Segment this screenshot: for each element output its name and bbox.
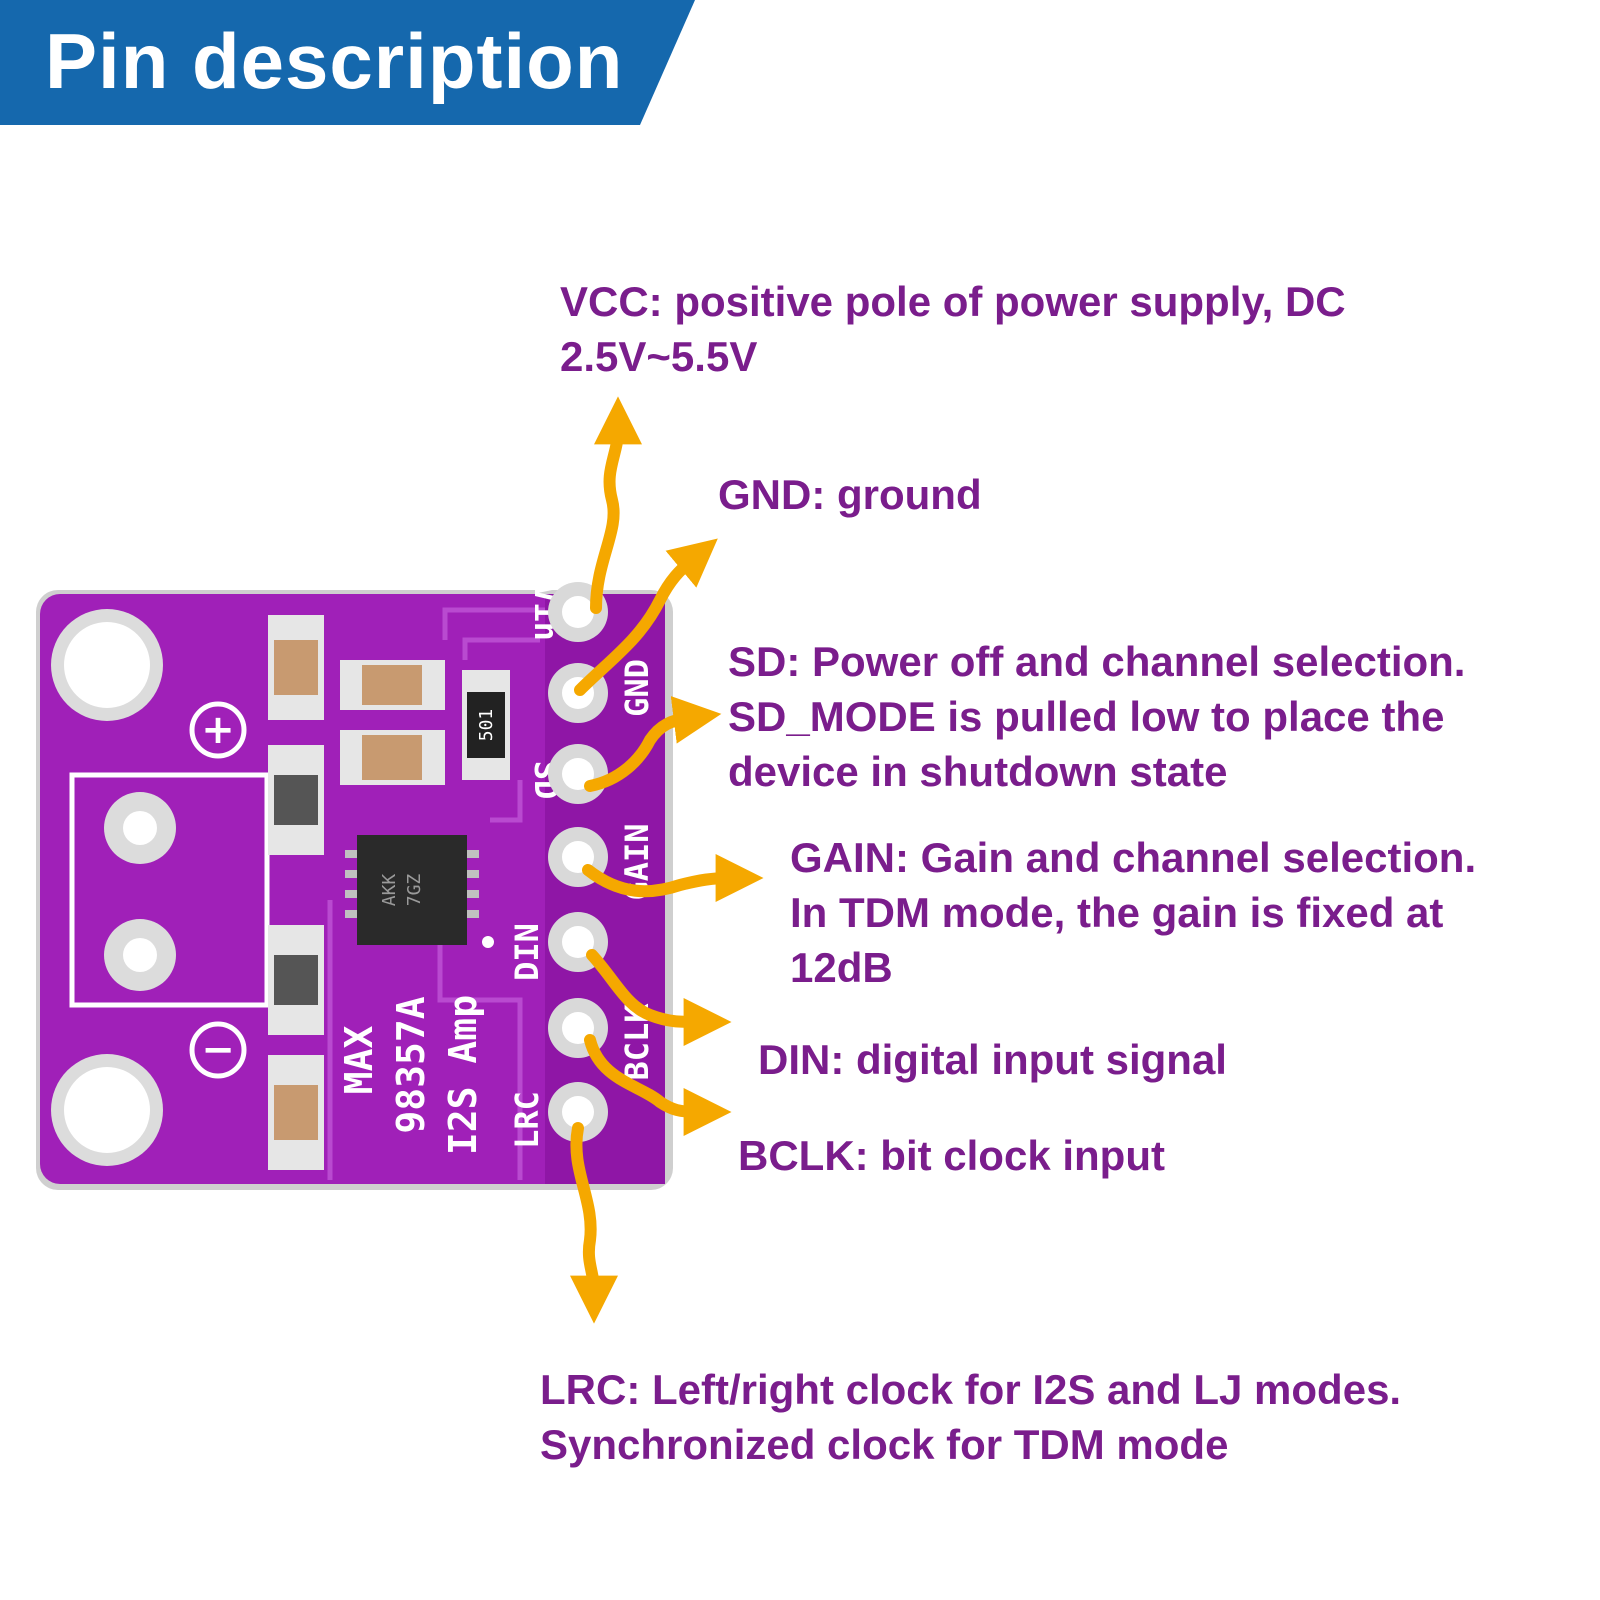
label-sd-line-1: SD: Power off and channel selection. — [728, 638, 1466, 685]
label-gain-line-3: 12dB — [790, 944, 893, 991]
page-title: Pin description — [45, 17, 624, 105]
capacitor — [268, 615, 324, 720]
board-text-max: MAX — [337, 1026, 381, 1095]
label-lrc-line-1: LRC: Left/right clock for I2S and LJ mod… — [540, 1366, 1402, 1413]
label-din: DIN: digital input signal — [758, 1032, 1227, 1087]
banner-background — [0, 0, 695, 125]
label-gain-line-1: GAIN: Gain and channel selection. — [790, 834, 1477, 881]
minus-symbol: − — [201, 1027, 235, 1073]
pin-label-gnd: GND — [618, 659, 656, 717]
mounting-hole-inner — [64, 1067, 150, 1153]
arrow-din — [586, 949, 732, 1046]
arrow-bclk — [584, 1034, 732, 1136]
label-vcc-line-1: VCC: positive pole of power supply, DC — [560, 278, 1346, 325]
pin-label-din: DIN — [508, 923, 546, 981]
speaker-pad-plus-hole — [123, 811, 157, 845]
plus-symbol: + — [201, 707, 235, 753]
pin-label-lrc: LRC — [508, 1091, 546, 1149]
label-gain-line-2: In TDM mode, the gain is fixed at — [790, 889, 1444, 936]
chip-marking-line-1: AKK — [379, 874, 400, 907]
label-gain: GAIN: Gain and channel selection. In TDM… — [790, 830, 1476, 995]
capacitor — [340, 660, 445, 710]
amplifier-chip: AKK 7GZ — [345, 835, 494, 948]
capacitor — [268, 1055, 324, 1170]
label-vcc-line-2: 2.5V~5.5V — [560, 333, 758, 380]
board-text-part: 98357A — [389, 996, 433, 1133]
pin1-dot — [482, 936, 494, 948]
arrow-lrc — [569, 1122, 618, 1324]
label-din-line-1: DIN: digital input signal — [758, 1036, 1227, 1083]
label-sd: SD: Power off and channel selection. SD_… — [728, 634, 1465, 799]
label-bclk: BCLK: bit clock input — [738, 1128, 1165, 1183]
arrow-gain — [582, 854, 764, 903]
resistor-marking: 501 — [476, 709, 497, 742]
resistor: 501 — [462, 670, 510, 780]
arrow-gnd — [574, 538, 718, 696]
pin-pad-sd — [548, 744, 608, 804]
label-sd-line-2: SD_MODE is pulled low to place the — [728, 693, 1445, 740]
callout-arrows — [569, 396, 764, 1324]
mounting-hole-inner — [64, 622, 150, 708]
label-lrc: LRC: Left/right clock for I2S and LJ mod… — [540, 1362, 1401, 1472]
chip-marking-line-2: 7GZ — [404, 874, 425, 907]
plus-symbol-ring — [189, 701, 247, 759]
label-gnd-line-1: GND: ground — [718, 471, 982, 518]
label-vcc: VCC: positive pole of power supply, DC 2… — [560, 274, 1346, 384]
capacitor — [268, 925, 324, 1035]
label-sd-line-3: device in shutdown state — [728, 748, 1228, 795]
capacitor — [268, 745, 324, 855]
label-bclk-line-1: BCLK: bit clock input — [738, 1132, 1165, 1179]
pcb-board: + − 501 — [36, 582, 673, 1190]
pin-pad-lrc — [548, 1082, 608, 1142]
arrow-vcc — [590, 396, 642, 614]
board-text-i2s-amp: I2S Amp — [441, 995, 485, 1155]
minus-symbol-ring — [189, 1021, 247, 1079]
trace — [437, 945, 523, 1180]
arrow-sd — [584, 695, 722, 792]
trace — [490, 780, 523, 823]
trace — [462, 637, 540, 660]
speaker-pad-minus-hole — [123, 938, 157, 972]
label-gnd: GND: ground — [718, 467, 982, 522]
trace — [442, 607, 545, 640]
title-banner — [0, 0, 695, 125]
label-lrc-line-2: Synchronized clock for TDM mode — [540, 1421, 1229, 1468]
capacitor — [340, 730, 445, 785]
